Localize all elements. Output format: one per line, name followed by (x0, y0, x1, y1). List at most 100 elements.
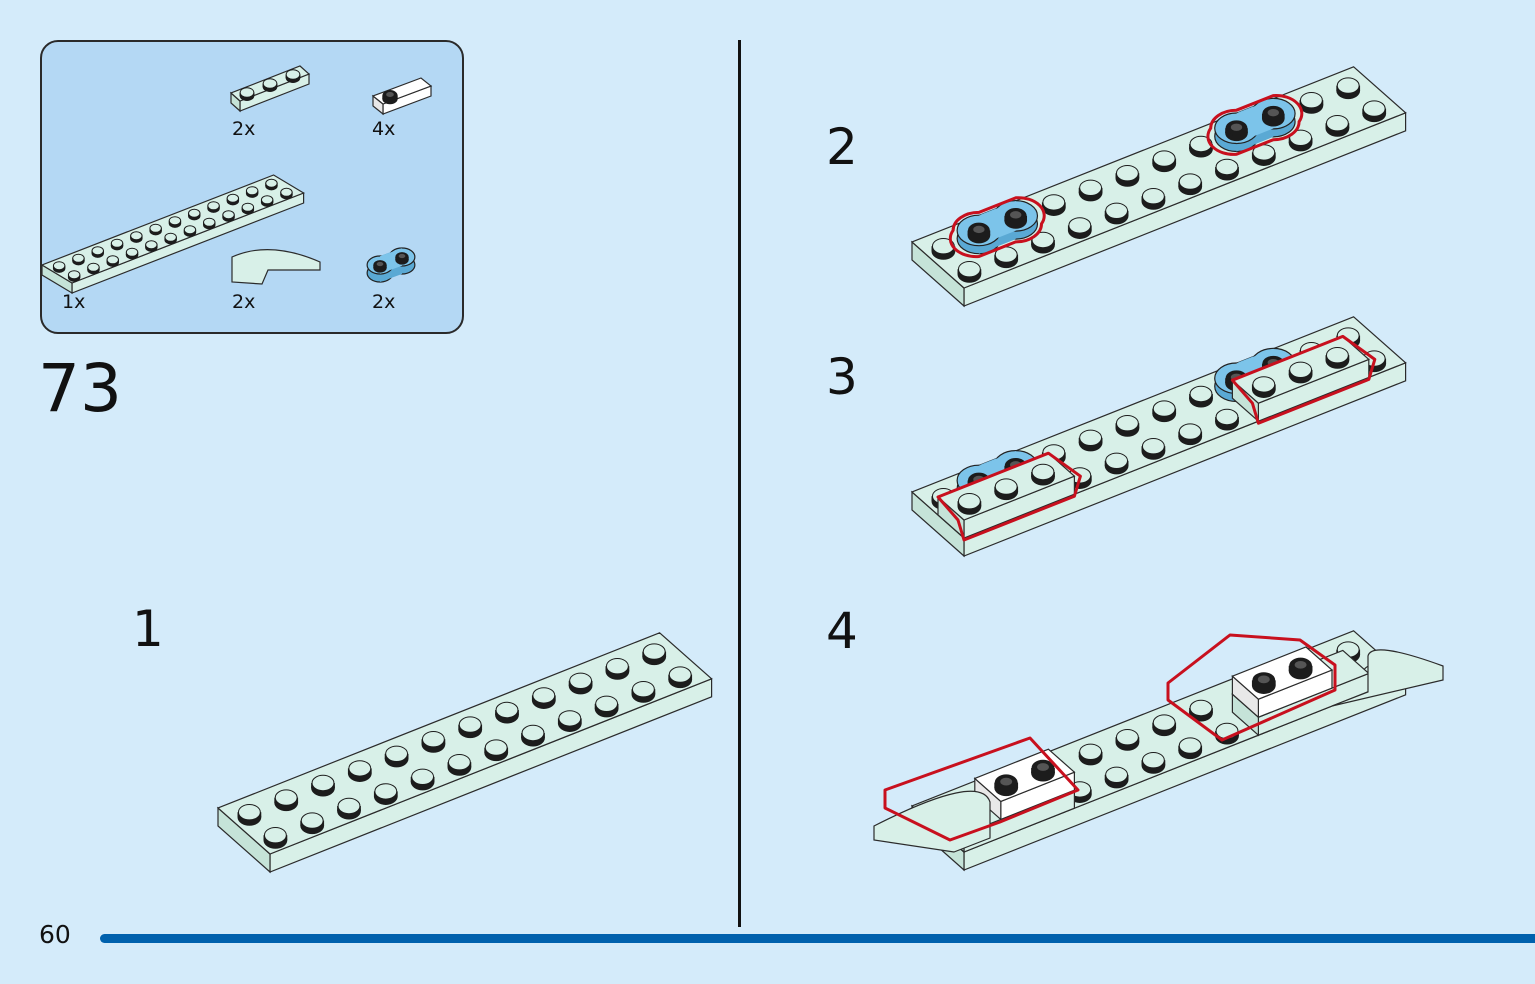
stud-top (263, 827, 287, 844)
step4-jumper-white (973, 748, 1076, 821)
stud-hole (1294, 660, 1307, 669)
stud-top (595, 695, 619, 712)
stud-top (994, 478, 1018, 495)
slope-body (1331, 649, 1444, 707)
stud-top (1079, 179, 1103, 196)
stud-hole (1267, 108, 1279, 117)
stud-top (203, 217, 216, 227)
callout-outline (1166, 633, 1337, 742)
stud-top (260, 195, 274, 205)
stud-top (1105, 202, 1129, 219)
stud-top (274, 789, 298, 806)
stud-top (239, 87, 255, 98)
part-qty: 1x (62, 291, 86, 313)
stud-hole (386, 92, 394, 97)
stud-top (145, 240, 158, 250)
step4-jumper-white (1231, 646, 1334, 719)
stud-top (1289, 361, 1313, 378)
stud-hole (1230, 123, 1243, 131)
rounded-plate-blue (948, 196, 1046, 259)
stud-top (72, 253, 85, 263)
stud-hole (376, 261, 384, 267)
part-plate-1x3 (229, 65, 311, 113)
stud-top (1299, 92, 1323, 109)
stud-top (168, 216, 182, 226)
stud-top (1152, 714, 1176, 731)
stud-top (668, 666, 692, 683)
stud-top (495, 701, 519, 719)
part-jumper-white (371, 77, 433, 116)
stud-top (337, 797, 361, 815)
stud-top (285, 69, 301, 80)
stud-top (222, 210, 235, 220)
stud-top (87, 262, 100, 272)
stud-hole (1010, 211, 1022, 219)
stud-top (1178, 737, 1202, 754)
curved-slope (873, 790, 991, 853)
stud-top (265, 178, 278, 188)
stud-top (1079, 429, 1103, 446)
stud-top (605, 658, 629, 675)
footer-bar (100, 934, 1535, 943)
stud-top (207, 201, 220, 211)
step-number: 73 (38, 350, 122, 427)
stud-top (558, 710, 582, 727)
stud-top (164, 232, 177, 242)
stud-top (241, 202, 255, 212)
stud-top (1152, 150, 1176, 167)
step3-plate-1x3 (936, 451, 1082, 542)
part-qty: 2x (232, 291, 256, 313)
callout-outline (1230, 334, 1377, 425)
slope-body (873, 790, 991, 853)
stud-top (957, 261, 981, 278)
stud-top (1325, 347, 1349, 364)
callout-outline (936, 451, 1082, 542)
stud-top (385, 745, 409, 762)
stud-top (642, 643, 666, 660)
stud-top (1068, 217, 1092, 234)
stud-top (1115, 165, 1139, 182)
stud-top (484, 739, 508, 756)
stud-top (1079, 743, 1103, 760)
stud-top (1105, 452, 1129, 469)
part-qty: 2x (372, 291, 396, 313)
stud-hole (973, 225, 985, 234)
plate-top-face (216, 632, 713, 855)
stud-top (226, 193, 240, 203)
stud-top (1178, 423, 1202, 440)
stud-top (91, 246, 104, 256)
stud-top (1141, 752, 1165, 769)
stud-top (1325, 115, 1349, 132)
stud-top (631, 681, 655, 698)
stud-top (421, 731, 445, 748)
callout-outline (948, 196, 1046, 259)
stud-top (374, 783, 398, 800)
rounded-plate-blue (366, 247, 416, 283)
page-divider (738, 40, 741, 927)
stud-top (1115, 415, 1139, 432)
stud-top (1215, 408, 1239, 426)
stud-hole (398, 253, 406, 259)
stud-top (237, 804, 261, 821)
stud-top (1115, 729, 1139, 746)
stud-top (1189, 385, 1213, 403)
stud-top (1178, 173, 1202, 190)
stud-hole (1037, 763, 1049, 771)
stud-top (311, 774, 335, 792)
part-curved-slope (231, 249, 321, 285)
stud-top (183, 225, 197, 235)
page-number: 60 (39, 920, 71, 949)
stud-top (569, 672, 593, 689)
stud-top (411, 768, 435, 785)
part-qty: 2x (232, 118, 256, 140)
stud-top (125, 247, 139, 257)
stud-top (957, 493, 981, 510)
substep-number: 4 (826, 602, 858, 660)
stud-top (1362, 100, 1386, 117)
stud-top (532, 687, 556, 704)
stud-top (1215, 158, 1239, 176)
stud-top (300, 812, 324, 829)
substep-number: 3 (826, 348, 858, 406)
callout-outline (1206, 94, 1304, 156)
